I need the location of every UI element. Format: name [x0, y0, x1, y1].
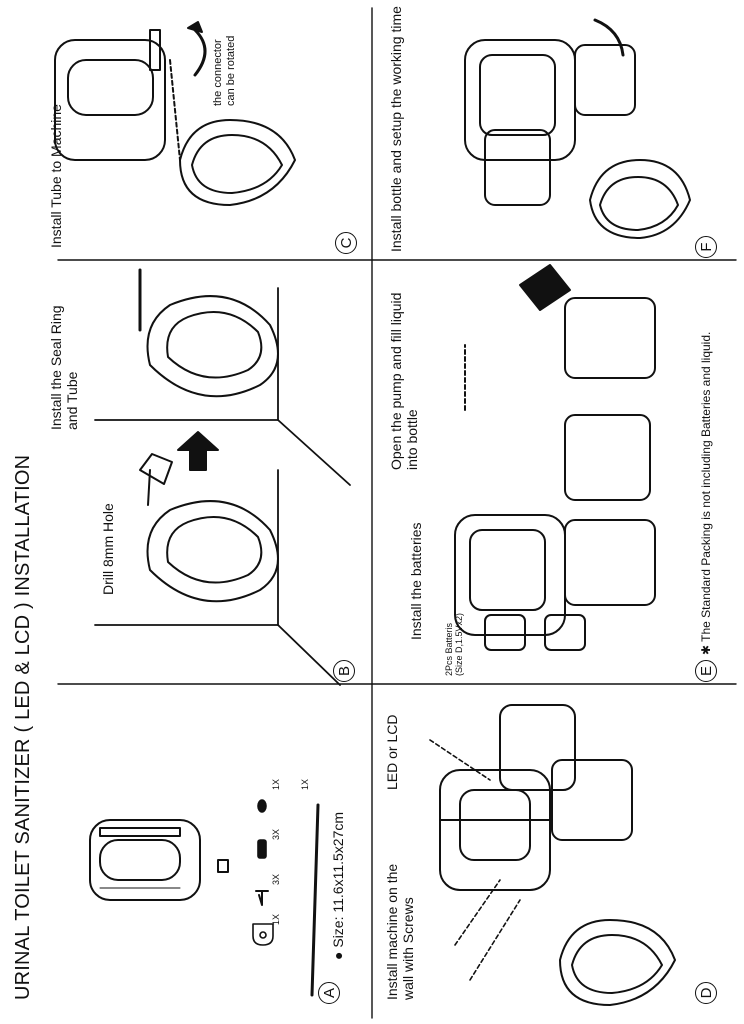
pump-caption: Open the pump and fill liquid into bottl… — [388, 292, 421, 470]
size-label: ● Size: 11.6x11.5x27cm — [330, 811, 346, 960]
step-e-caption: Install the batteries — [408, 522, 424, 640]
connector-note: the connector can be rotated — [212, 35, 237, 106]
urinal-icon — [589, 159, 691, 239]
step-c-marker: C — [335, 232, 357, 254]
step-b-caption: Install the Seal Ring and Tube — [48, 305, 81, 430]
part-qty-1: 1X — [271, 913, 281, 925]
batteries-label: 2Pcs Batteris (Size D,1.5Vx2) — [444, 612, 465, 676]
screw-icon — [429, 739, 521, 981]
drill-icon — [139, 453, 173, 506]
drill-label: Drill 8mm Hole — [100, 503, 116, 595]
dispenser-icon — [454, 514, 656, 636]
packing-note: ✱ The Standard Packing is not including … — [699, 331, 713, 655]
step-c-caption: Install Tube to Machine — [48, 104, 64, 248]
wall-corner-left — [94, 287, 351, 686]
dispenser-icon — [89, 819, 229, 901]
step-a-marker: A — [318, 982, 340, 1004]
urinal-icon — [169, 59, 296, 206]
urinal-icon — [146, 295, 279, 603]
battery-icon — [484, 614, 586, 651]
part-qty-5: 1X — [300, 778, 310, 790]
dispenser-icon — [464, 18, 636, 161]
grid-lines — [57, 7, 737, 1019]
bottle-icon — [499, 704, 576, 791]
dispenser-icon — [439, 759, 633, 891]
part-qty-4: 1X — [271, 778, 281, 790]
part-qty-3: 3X — [271, 828, 281, 840]
bottle-icon — [484, 129, 551, 206]
step-f-caption: Install bottle and setup the working tim… — [388, 6, 404, 252]
page-title: URINAL TOILET SANITIZER ( LED & LCD ) IN… — [12, 454, 34, 1000]
dispenser-icon — [54, 21, 207, 161]
arrow-icon — [177, 431, 219, 471]
bottle-icon — [464, 264, 656, 501]
step-d-caption: Install machine on the wall with Screws — [384, 863, 417, 1000]
step-e-marker: E — [695, 660, 717, 682]
led-lcd-label: LED or LCD — [384, 714, 400, 790]
part-qty-2: 3X — [271, 873, 281, 885]
urinal-icon — [559, 919, 676, 1006]
step-b-marker: B — [333, 660, 355, 682]
step-d-marker: D — [695, 982, 717, 1004]
parts-icons — [252, 799, 320, 997]
step-f-marker: F — [695, 236, 717, 258]
